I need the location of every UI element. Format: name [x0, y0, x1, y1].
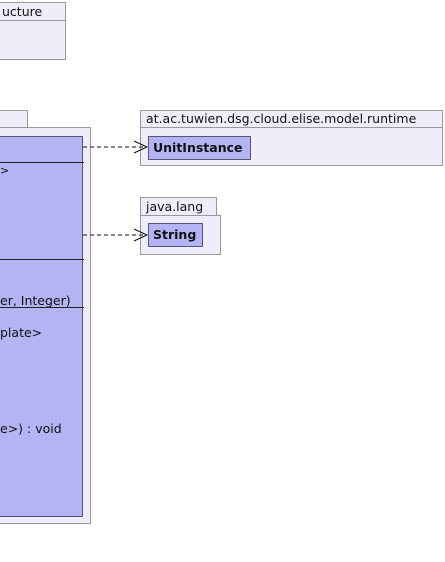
package-left-tab — [0, 110, 28, 128]
package-structure-body — [0, 2, 66, 60]
class-header-separator — [0, 162, 84, 163]
package-java-lang-tab: java.lang — [140, 197, 217, 216]
dependency-arrow-string — [83, 228, 149, 242]
class-section-separator — [0, 307, 84, 308]
class-unit-instance[interactable]: UnitInstance — [148, 136, 251, 160]
class-string[interactable]: String — [148, 223, 203, 247]
package-runtime-label: at.ac.tuwien.dsg.cloud.elise.model.runti… — [140, 110, 443, 128]
class-member: er, Integer) — [0, 293, 71, 308]
attribute-arrow-glyph: > — [0, 164, 10, 177]
class-attributes-separator — [0, 259, 84, 260]
dependency-arrow-unit-instance — [83, 140, 149, 154]
class-member: plate> — [0, 325, 43, 340]
main-class-box[interactable]: > er, Integer) plate> e>) : void — [0, 136, 84, 517]
package-structure-label: ucture — [0, 2, 65, 21]
class-member: e>) : void — [0, 421, 62, 436]
